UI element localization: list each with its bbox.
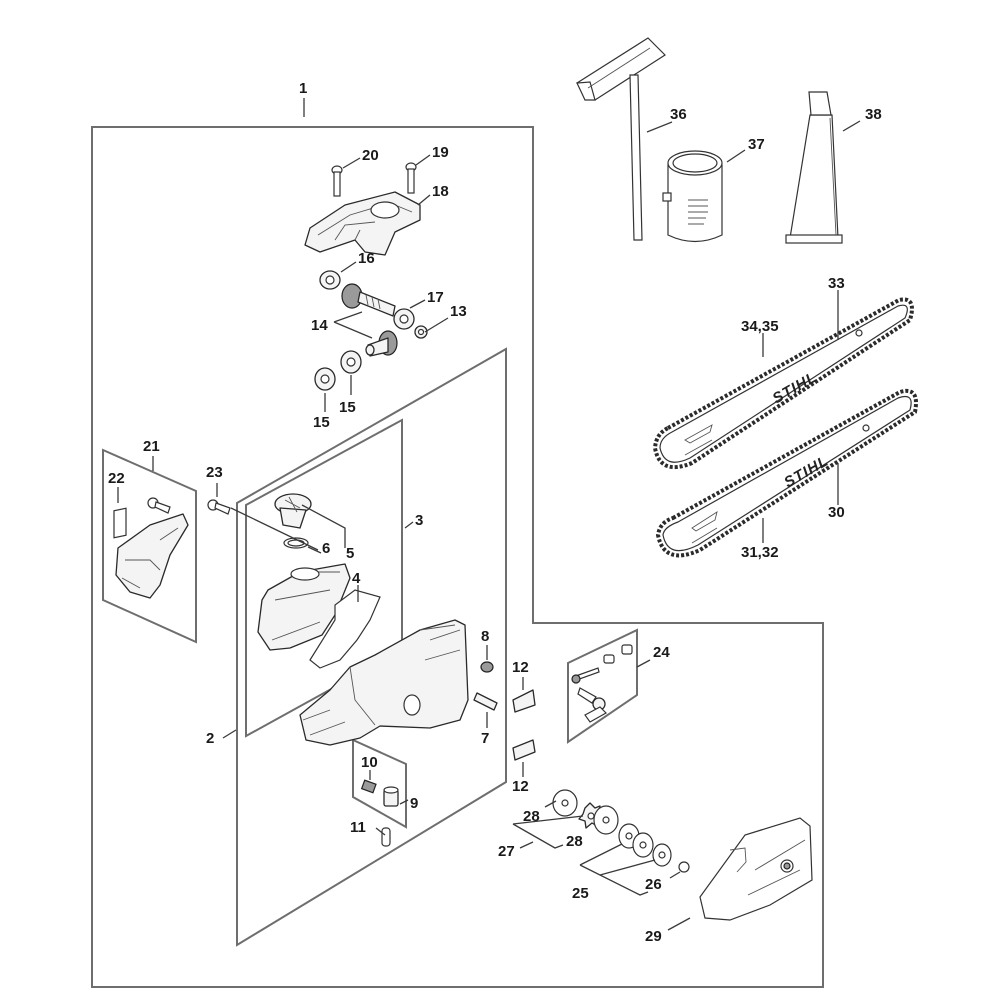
collar-nut-26[interactable] xyxy=(678,861,690,873)
callout-19[interactable]: 19 xyxy=(432,144,449,161)
callout-12a[interactable]: 12 xyxy=(512,659,529,676)
combination-wrench-36[interactable] xyxy=(576,37,666,241)
ball-bearing-16[interactable] xyxy=(319,270,341,290)
callout-25[interactable]: 25 xyxy=(572,885,589,902)
cover-21[interactable] xyxy=(115,513,189,599)
housing-2[interactable] xyxy=(299,619,469,746)
callout-6[interactable]: 6 xyxy=(322,540,330,557)
callout-17[interactable]: 17 xyxy=(427,289,444,306)
callout-27[interactable]: 27 xyxy=(498,843,515,860)
assembly-frame-2 xyxy=(236,347,507,947)
callout-14[interactable]: 14 xyxy=(311,317,328,334)
guide-bar-30[interactable]: STIHL xyxy=(655,389,918,558)
screw-23[interactable] xyxy=(207,499,231,515)
snap-ring-13[interactable] xyxy=(414,325,428,339)
sleeve-8[interactable] xyxy=(480,661,494,673)
callout-28b[interactable]: 28 xyxy=(566,833,583,850)
guide-bar-33[interactable]: STIHL xyxy=(652,297,914,469)
screw-21[interactable] xyxy=(147,497,171,514)
grease-tube-38[interactable] xyxy=(785,91,843,244)
callout-37[interactable]: 37 xyxy=(748,136,765,153)
bevel-gear-14[interactable] xyxy=(365,330,398,357)
insert-9[interactable] xyxy=(383,786,399,807)
ball-bearing-17[interactable] xyxy=(393,308,415,330)
assembly-frame-9 xyxy=(352,738,407,829)
pin-11[interactable] xyxy=(381,827,391,847)
washer-28a[interactable] xyxy=(552,789,578,817)
callout-2[interactable]: 2 xyxy=(206,730,214,747)
callout-21[interactable]: 21 xyxy=(143,438,160,455)
gasket-4[interactable] xyxy=(309,589,381,669)
callout-11[interactable]: 11 xyxy=(350,819,366,836)
callout-16[interactable]: 16 xyxy=(358,250,375,267)
callout-12b[interactable]: 12 xyxy=(512,778,529,795)
assembly-frame-1 xyxy=(91,126,824,988)
clamp-18[interactable] xyxy=(304,191,421,256)
callout-7[interactable]: 7 xyxy=(481,730,489,747)
callout-15a[interactable]: 15 xyxy=(339,399,356,416)
assembly-frame-21 xyxy=(102,448,197,644)
bevel-gear-shaft-14[interactable] xyxy=(341,283,396,317)
callout-24[interactable]: 24 xyxy=(653,644,670,661)
callout-29[interactable]: 29 xyxy=(645,928,662,945)
leader-lines xyxy=(117,98,861,931)
buffer-12a[interactable] xyxy=(512,689,536,713)
stud-7[interactable] xyxy=(473,692,498,711)
callout-13[interactable]: 13 xyxy=(450,303,467,320)
washer-25c[interactable] xyxy=(652,843,672,867)
callout-15b[interactable]: 15 xyxy=(313,414,330,431)
ball-bearing-15b[interactable] xyxy=(340,350,362,374)
ball-bearing-15a[interactable] xyxy=(314,367,336,391)
screw-19[interactable] xyxy=(405,162,417,194)
callout-22[interactable]: 22 xyxy=(108,470,125,487)
sleeve-10[interactable] xyxy=(360,779,377,794)
chain-tensioner-24[interactable] xyxy=(571,644,633,723)
callout-labels: 1 20 19 18 16 17 13 14 15 15 21 22 23 3 … xyxy=(108,80,882,945)
oil-filler-cap-5[interactable] xyxy=(274,493,312,529)
callout-38[interactable]: 38 xyxy=(865,106,882,123)
buffer-12b[interactable] xyxy=(512,739,536,761)
assembly-frame-24 xyxy=(567,628,638,744)
callout-5[interactable]: 5 xyxy=(346,545,354,562)
callout-10[interactable]: 10 xyxy=(361,754,378,771)
callout-9[interactable]: 9 xyxy=(410,795,418,812)
washer-28b[interactable] xyxy=(593,805,619,835)
callout-34-35[interactable]: 34,35 xyxy=(741,318,779,335)
callout-36[interactable]: 36 xyxy=(670,106,687,123)
callout-31-32[interactable]: 31,32 xyxy=(741,544,779,561)
callout-18[interactable]: 18 xyxy=(432,183,449,200)
grease-tin-37[interactable] xyxy=(662,150,723,243)
callout-26[interactable]: 26 xyxy=(645,876,662,893)
callout-4[interactable]: 4 xyxy=(352,570,361,587)
callout-1[interactable]: 1 xyxy=(299,80,307,97)
callout-28a[interactable]: 28 xyxy=(523,808,540,825)
sprocket-cover-29[interactable] xyxy=(699,817,813,921)
callout-20[interactable]: 20 xyxy=(362,147,379,164)
callout-33[interactable]: 33 xyxy=(828,275,845,292)
oil-tank-3[interactable] xyxy=(257,563,351,651)
callout-3[interactable]: 3 xyxy=(415,512,423,529)
callout-30[interactable]: 30 xyxy=(828,504,845,521)
callout-8[interactable]: 8 xyxy=(481,628,489,645)
washer-25b[interactable] xyxy=(632,832,654,858)
callout-23[interactable]: 23 xyxy=(206,464,223,481)
screw-20[interactable] xyxy=(331,165,343,197)
label-22[interactable] xyxy=(113,507,127,539)
